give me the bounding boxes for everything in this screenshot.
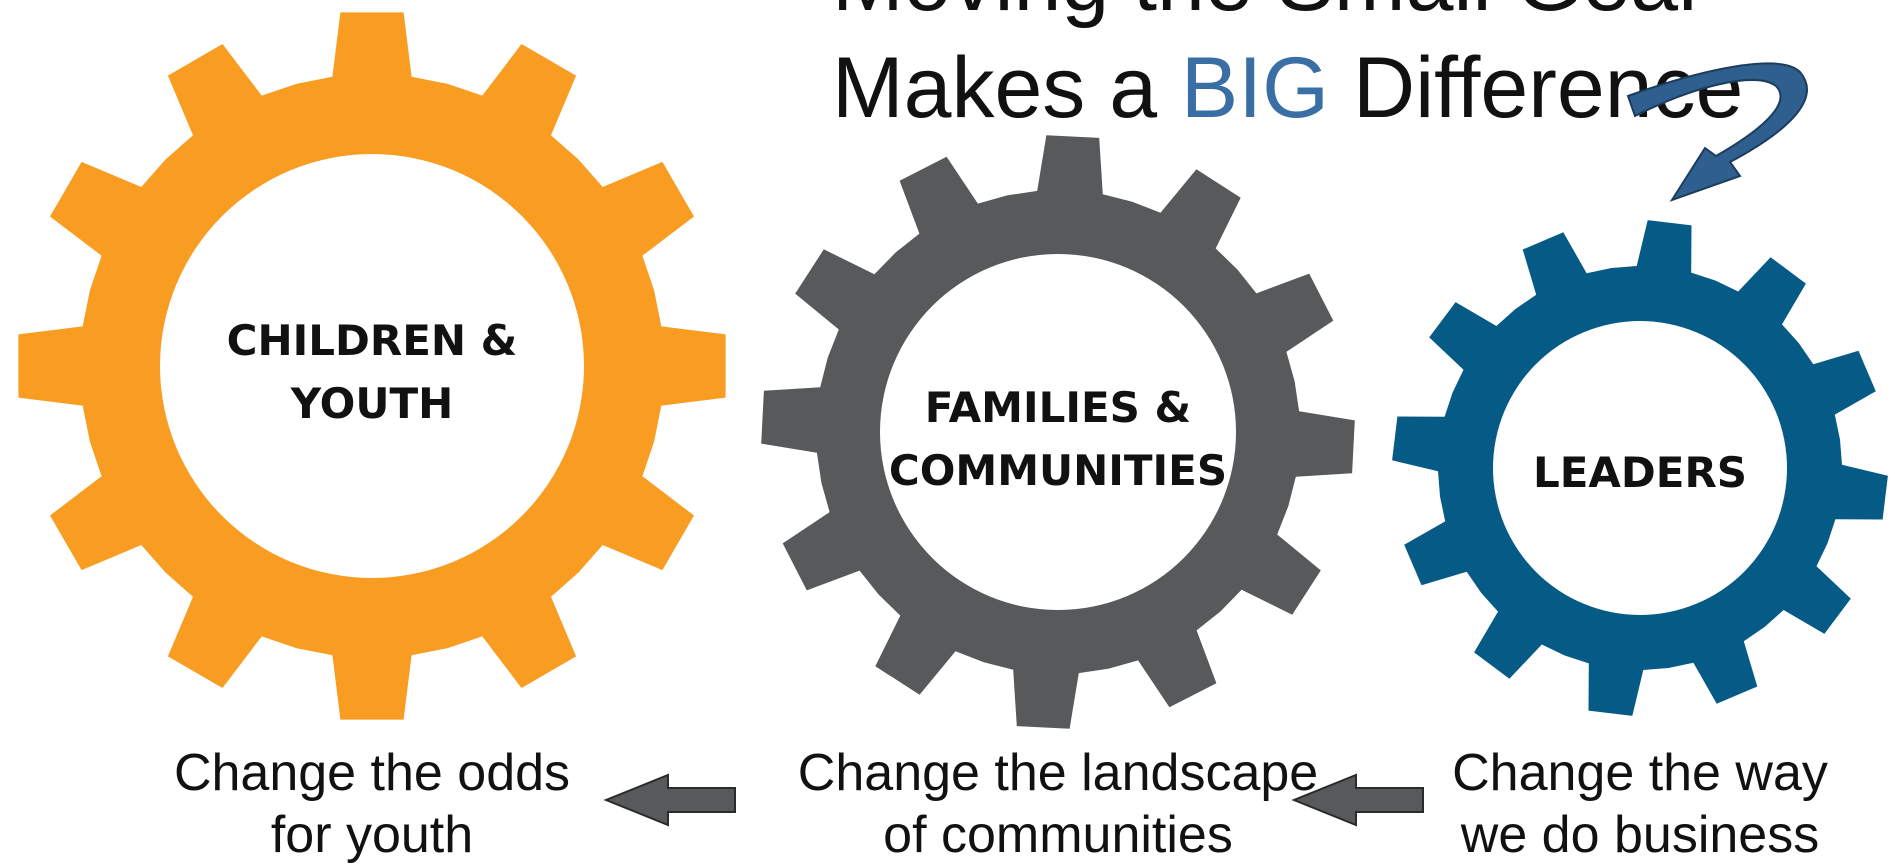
caption-children-1: Change the odds (174, 744, 570, 802)
left-arrow-icon (1291, 773, 1424, 827)
caption-families-1: Change the landscape (798, 744, 1318, 802)
caption-families-2: of communities (883, 806, 1233, 864)
gear-children-youth (18, 12, 726, 720)
gear-families-communities (761, 135, 1355, 729)
gear-label-children-1: CHILDREN & (227, 316, 518, 365)
gear-label-children-2: YOUTH (290, 379, 454, 428)
gear-label-leaders: LEADERS (1533, 448, 1747, 497)
gear-leaders (1392, 220, 1888, 716)
gear-label-families-2: COMMUNITIES (889, 446, 1227, 495)
caption-leaders-2: we do business (1460, 806, 1819, 864)
title-line-1: Moving the Small Gear (832, 0, 1707, 29)
left-arrow-icon (603, 773, 736, 827)
title-line-2: Makes a BIG Difference (832, 40, 1743, 136)
caption-leaders-1: Change the way (1452, 744, 1828, 802)
caption-children-2: for youth (271, 806, 473, 864)
gear-label-families-1: FAMILIES & (925, 383, 1191, 432)
title-highlight: BIG (1181, 40, 1329, 136)
curved-arrow-icon (1626, 62, 1808, 202)
title-prefix: Makes a (832, 40, 1181, 136)
